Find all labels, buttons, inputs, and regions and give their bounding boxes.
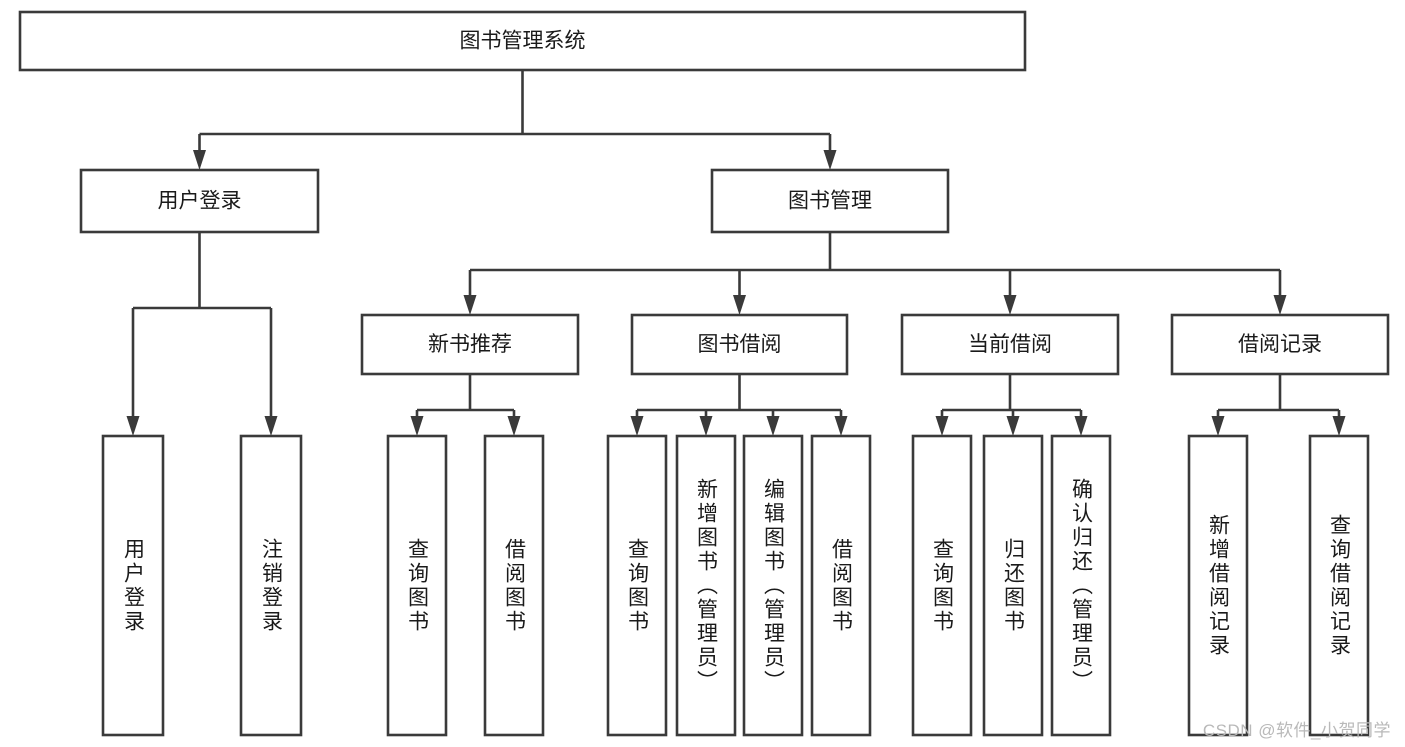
arrow-head-current-borrow-0: [935, 416, 949, 436]
node-label-new-book-rec: 新书推荐: [428, 333, 512, 356]
node-query-book-2[interactable]: [606, 434, 668, 737]
node-user-login-do[interactable]: [101, 434, 165, 737]
node-box-borrow-record[interactable]: [1170, 313, 1390, 376]
arrow-head-book-manage-1: [733, 295, 746, 315]
node-box-edit-book[interactable]: [742, 434, 804, 737]
node-label-root: 图书管理系统: [460, 30, 586, 53]
node-label-borrow-record: 借阅记录: [1238, 333, 1322, 356]
arrow-head-root-1: [823, 150, 837, 170]
arrow-head-new-book-rec-0: [410, 416, 424, 436]
arrow-head-borrow-record-0: [1211, 416, 1225, 436]
arrow-head-book-manage-3: [1273, 295, 1287, 315]
arrow-head-borrow-record-1: [1332, 416, 1346, 436]
arrow-head-current-borrow-2: [1074, 416, 1088, 436]
node-query-book-1[interactable]: [386, 434, 448, 737]
node-return-book[interactable]: [982, 434, 1044, 737]
node-box-book-borrow[interactable]: [630, 313, 849, 376]
node-borrow-book-1[interactable]: [483, 434, 545, 737]
node-user-logout[interactable]: [239, 434, 303, 737]
arrow-head-new-book-rec-1: [507, 416, 521, 436]
arrow-head-book-borrow-2: [766, 416, 780, 436]
node-user-login[interactable]: 用户登录: [79, 168, 320, 234]
node-book-borrow[interactable]: 图书借阅: [630, 313, 849, 376]
node-box-user-logout[interactable]: [239, 434, 303, 737]
node-box-confirm-return[interactable]: [1050, 434, 1112, 737]
arrow-head-current-borrow-1: [1006, 416, 1020, 436]
arrow-head-book-borrow-0: [630, 416, 644, 436]
node-box-borrow-book-1[interactable]: [483, 434, 545, 737]
arrow-head-book-manage-0: [463, 295, 477, 315]
arrow-head-book-borrow-3: [834, 416, 848, 436]
node-box-new-book-rec[interactable]: [360, 313, 580, 376]
watermark-text: CSDN @软件_小贺同学: [1202, 721, 1391, 740]
arrow-head-root-0: [193, 150, 206, 170]
node-box-user-login-do[interactable]: [101, 434, 165, 737]
arrow-head-book-manage-2: [1003, 295, 1017, 315]
node-add-book[interactable]: [675, 434, 737, 737]
node-box-query-book-1[interactable]: [386, 434, 448, 737]
node-new-book-rec[interactable]: 新书推荐: [360, 313, 580, 376]
node-add-borrow-record[interactable]: [1187, 434, 1249, 737]
node-current-borrow[interactable]: 当前借阅: [900, 313, 1120, 376]
node-box-borrow-book-2[interactable]: [810, 434, 872, 737]
node-box-add-book[interactable]: [675, 434, 737, 737]
node-borrow-record[interactable]: 借阅记录: [1170, 313, 1390, 376]
node-box-query-book-2[interactable]: [606, 434, 668, 737]
node-box-return-book[interactable]: [982, 434, 1044, 737]
node-label-user-login: 用户登录: [158, 190, 242, 213]
node-edit-book[interactable]: [742, 434, 804, 737]
node-confirm-return[interactable]: [1050, 434, 1112, 737]
node-box-query-book-3[interactable]: [911, 434, 973, 737]
node-label-book-borrow: 图书借阅: [698, 333, 782, 356]
node-box-add-borrow-record[interactable]: [1187, 434, 1249, 737]
node-box-current-borrow[interactable]: [900, 313, 1120, 376]
node-borrow-book-2[interactable]: [810, 434, 872, 737]
node-label-book-manage: 图书管理: [788, 190, 872, 213]
arrow-head-book-borrow-1: [699, 416, 713, 436]
node-box-root[interactable]: [18, 10, 1027, 72]
node-query-book-3[interactable]: [911, 434, 973, 737]
node-book-manage[interactable]: 图书管理: [710, 168, 950, 234]
node-box-query-borrow-record[interactable]: [1308, 434, 1370, 737]
node-box-book-manage[interactable]: [710, 168, 950, 234]
arrow-head-user-login-0: [126, 416, 140, 436]
node-query-borrow-record[interactable]: [1308, 434, 1370, 737]
node-label-current-borrow: 当前借阅: [968, 333, 1052, 356]
node-root[interactable]: 图书管理系统: [18, 10, 1027, 72]
arrow-head-user-login-1: [264, 416, 278, 436]
